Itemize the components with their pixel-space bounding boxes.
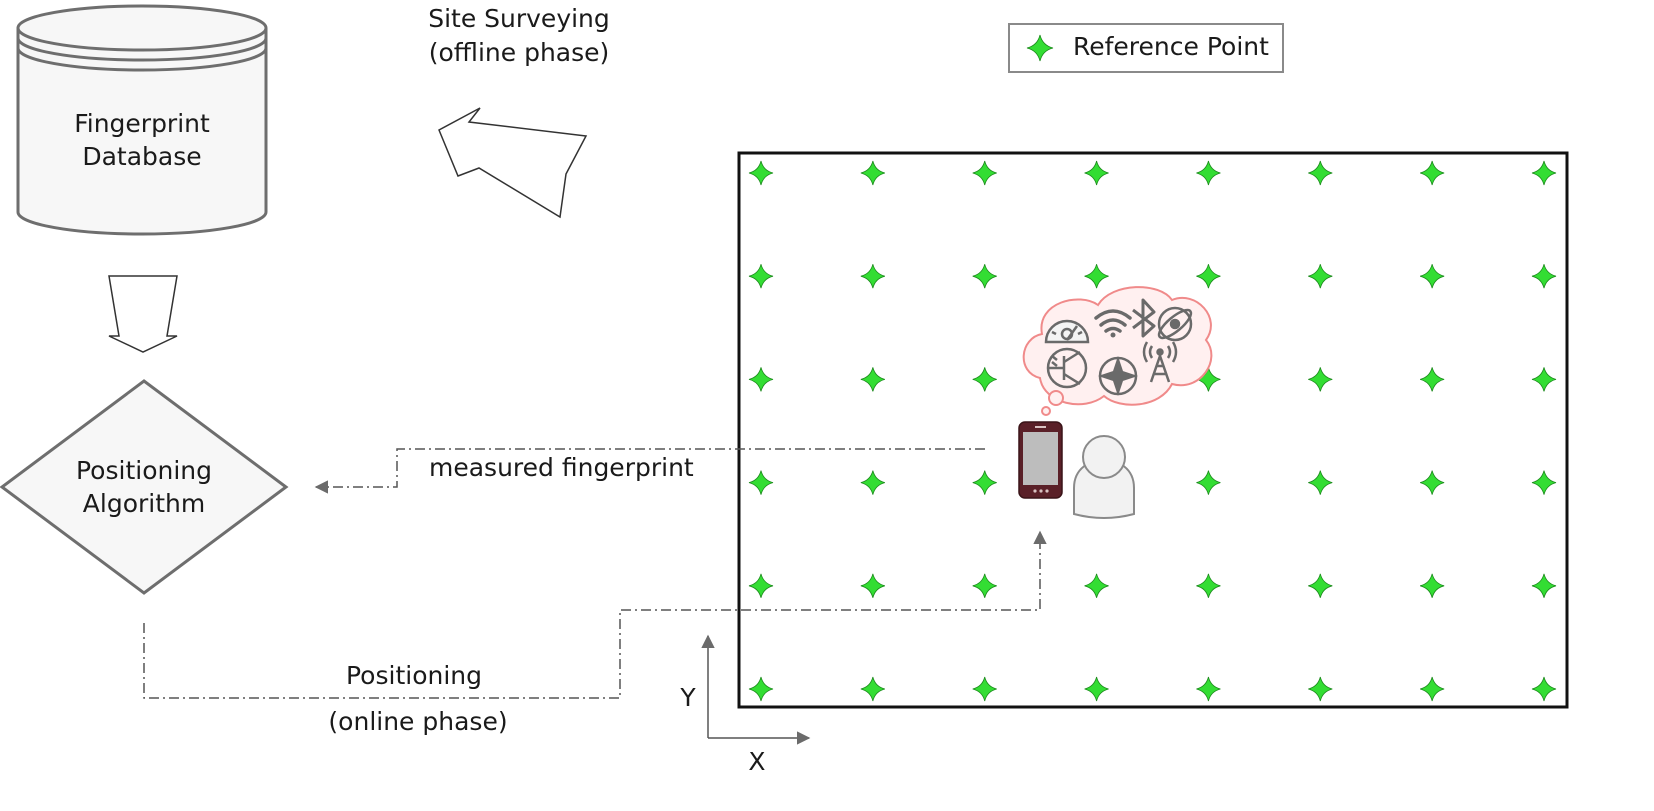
reference-point-marker [1531, 264, 1557, 289]
reference-point-marker [1308, 470, 1333, 495]
algorithm-label-line1: Positioning [76, 456, 212, 485]
reference-point-marker [1531, 676, 1557, 702]
reference-point-marker [860, 470, 885, 495]
reference-point-marker [972, 264, 997, 289]
survey-area [737, 151, 1569, 709]
reference-point-marker [1308, 573, 1333, 598]
cell-tower-icon [1142, 341, 1178, 383]
database-label-line2: Database [82, 142, 201, 171]
reference-point-marker [1531, 470, 1557, 495]
signal-thought-cloud [1022, 286, 1213, 416]
down-block-arrow [108, 275, 178, 353]
reference-point-marker [1308, 160, 1333, 186]
legend: Reference Point [1008, 23, 1284, 73]
xy-axes: Y X [679, 634, 811, 776]
reference-point-marker [972, 573, 997, 598]
reference-point-marker [1308, 367, 1333, 392]
reference-point-marker [748, 367, 774, 392]
measured-fingerprint-connector [314, 448, 985, 494]
positioning-label-line2: (online phase) [328, 707, 507, 736]
fingerprint-database-cylinder: Fingerprint Database [16, 4, 268, 236]
reference-point-marker [972, 470, 997, 495]
reference-point-marker [972, 676, 997, 702]
reference-point-marker [1531, 160, 1557, 186]
site-surveying-label-line1: Site Surveying [428, 4, 610, 33]
reference-point-marker [1420, 573, 1445, 598]
reference-point-marker [860, 160, 885, 186]
speedometer-icon [1044, 319, 1090, 344]
reference-point-marker [1084, 676, 1109, 702]
reference-point-marker [1420, 470, 1445, 495]
user-icon [1073, 435, 1135, 519]
positioning-connector [143, 530, 1047, 699]
reference-point-marker [748, 573, 774, 598]
reference-point-marker [1196, 573, 1221, 598]
orbit-icon [1157, 306, 1193, 342]
legend-reference-point-marker [1026, 34, 1054, 62]
reference-point-marker [1196, 160, 1221, 186]
bluetooth-icon [1132, 298, 1156, 338]
transistor-icon [1046, 347, 1088, 389]
reference-point-marker [748, 470, 774, 495]
measured-fingerprint-label: measured fingerprint [429, 453, 694, 482]
reference-point-marker [1196, 676, 1221, 702]
x-axis-label: X [748, 747, 765, 776]
legend-label: Reference Point [1073, 32, 1269, 61]
reference-point-marker [748, 264, 774, 289]
wifi-icon [1094, 309, 1132, 338]
reference-point-marker [1308, 264, 1333, 289]
site-surveying-label-line2: (offline phase) [429, 38, 610, 67]
reference-point-marker [972, 160, 997, 186]
reference-point-marker [1196, 470, 1221, 495]
reference-point-marker [748, 676, 774, 702]
reference-point-marker [1420, 367, 1445, 392]
reference-point-marker [860, 676, 885, 702]
reference-point-marker [1420, 676, 1445, 702]
reference-point-marker [860, 264, 885, 289]
reference-point-marker [1420, 160, 1445, 186]
algorithm-label-line2: Algorithm [83, 489, 205, 518]
database-label-line1: Fingerprint [74, 109, 210, 138]
reference-point-marker [1084, 573, 1109, 598]
reference-point-marker [1196, 264, 1221, 289]
reference-point-marker [860, 573, 885, 598]
reference-point-marker [1084, 264, 1109, 289]
reference-point-marker [1308, 676, 1333, 702]
smartphone-icon [1018, 421, 1063, 499]
reference-point-marker [1531, 367, 1557, 392]
reference-point-marker [1531, 573, 1557, 598]
y-axis-label: Y [679, 683, 696, 712]
reference-point-marker [860, 367, 885, 392]
reference-point-marker [748, 160, 774, 186]
positioning-label-line1: Positioning [346, 661, 482, 690]
reference-point-marker [1084, 160, 1109, 186]
reference-point-marker [1420, 264, 1445, 289]
reference-point-marker [972, 367, 997, 392]
reference-point-grid [748, 160, 1557, 702]
offline-block-arrow [438, 107, 588, 219]
compass-icon [1098, 356, 1138, 396]
positioning-algorithm-diamond: Positioning Algorithm [0, 379, 289, 595]
